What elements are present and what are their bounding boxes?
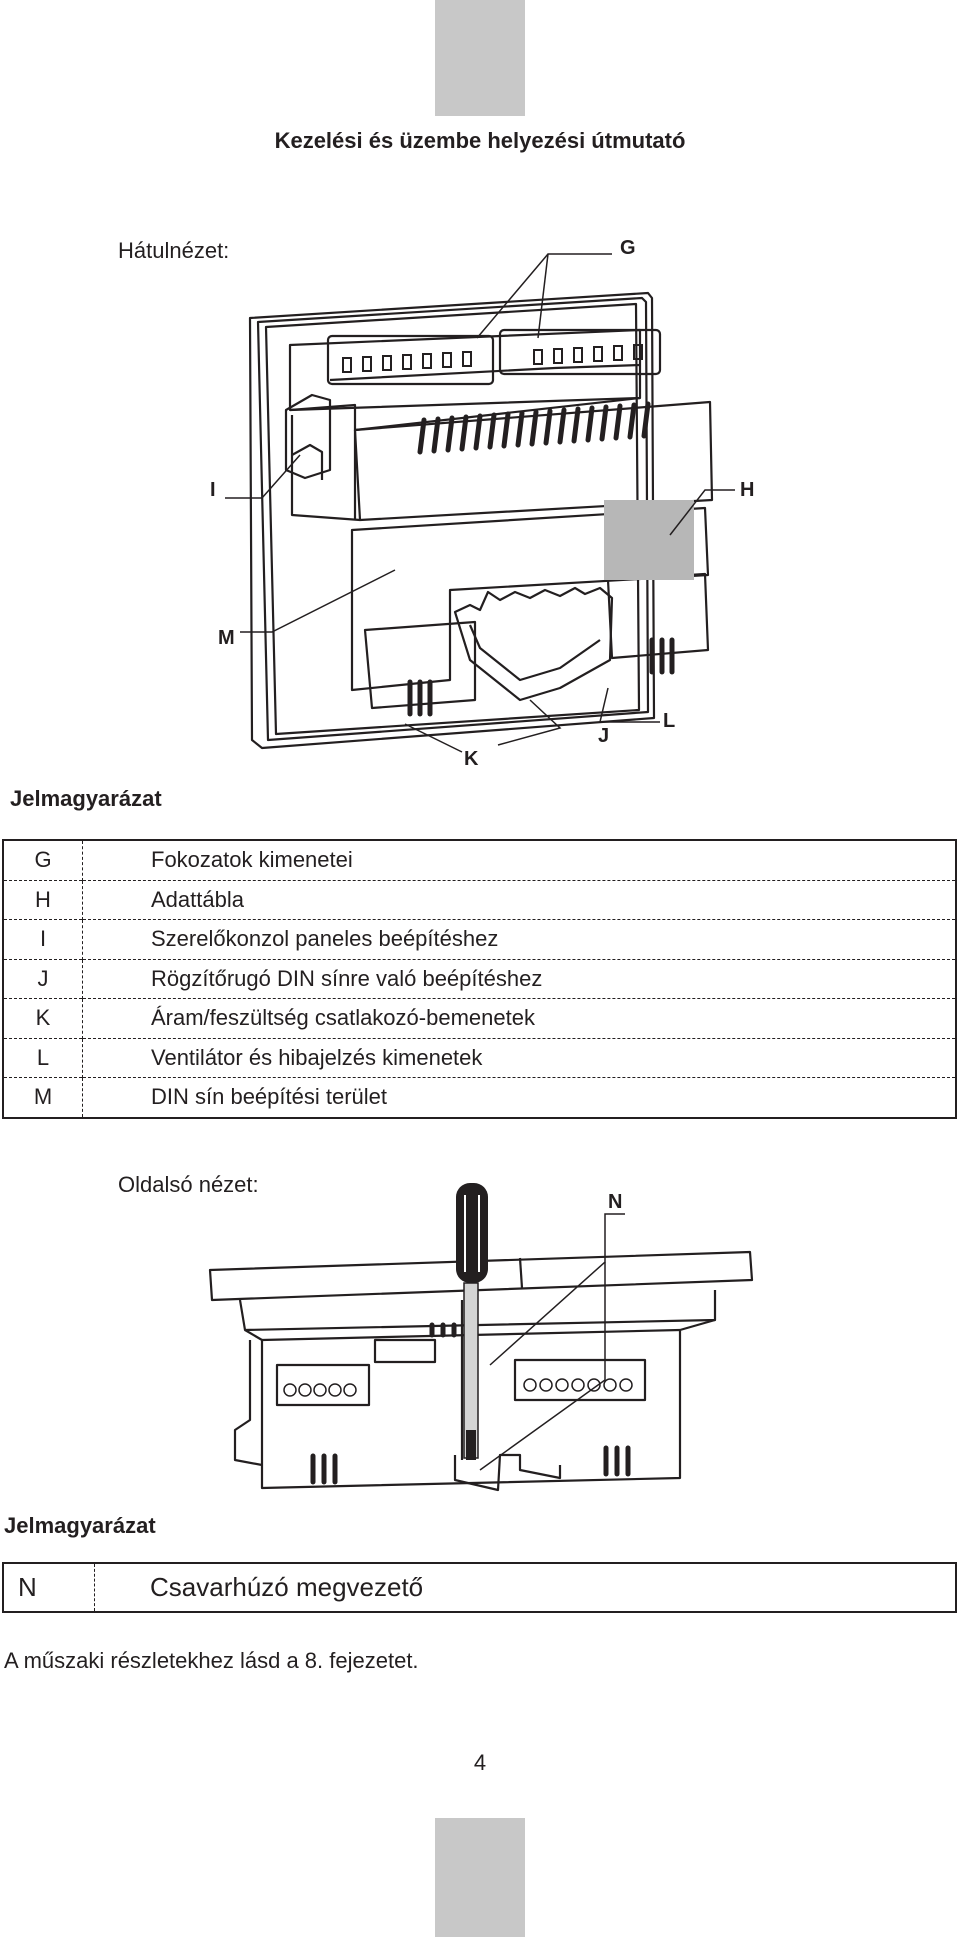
- page-tab-top: [435, 0, 525, 116]
- callout-l: L: [663, 710, 675, 732]
- callout-n: N: [608, 1191, 622, 1213]
- legend-key: G: [3, 840, 83, 880]
- legend-key: L: [3, 1037, 83, 1078]
- reference-note: A műszaki részletekhez lásd a 8. fejezet…: [4, 1648, 419, 1673]
- legend-heading-1: Jelmagyarázat: [10, 786, 162, 811]
- rear-view-label: Hátulnézet:: [118, 238, 230, 263]
- legend-key: K: [3, 998, 83, 1038]
- page-tab-bottom: [435, 1818, 525, 1937]
- callout-g: G: [620, 237, 636, 259]
- legend-row: N Csavarhúzó megvezető: [3, 1563, 956, 1612]
- legend-key: H: [3, 879, 83, 920]
- legend-text: Áram/feszültség csatlakozó-bemenetek: [82, 998, 956, 1038]
- page-number: 4: [473, 1750, 487, 1775]
- callout-i: I: [210, 479, 216, 501]
- callout-h: H: [740, 479, 754, 501]
- side-view-label: Oldalsó nézet:: [118, 1172, 259, 1197]
- legend-key: I: [3, 919, 83, 959]
- callout-m: M: [218, 627, 235, 649]
- rear-view-diagram: G H I J K L M: [210, 237, 754, 770]
- legend-key: M: [3, 1077, 83, 1118]
- legend-row: G Fokozatok kimenetei: [3, 840, 956, 880]
- legend-text: Csavarhúzó megvezető: [150, 1572, 424, 1602]
- legend-heading-2: Jelmagyarázat: [4, 1513, 156, 1538]
- page-title: Kezelési és üzembe helyezési útmutató: [274, 128, 686, 153]
- legend-text: Rögzítőrugó DIN sínre való beépítéshez: [82, 958, 956, 999]
- legend-text: Szerelőkonzol paneles beépítéshez: [82, 919, 956, 959]
- legend-text: Ventilátor és hibajelzés kimenetek: [82, 1037, 956, 1078]
- legend-key: N: [3, 1563, 95, 1612]
- legend-key: J: [3, 958, 83, 999]
- screwdriver-icon: [456, 1183, 488, 1460]
- legend-text: Fokozatok kimenetei: [151, 847, 353, 873]
- side-view-diagram: N: [208, 1183, 754, 1492]
- legend-table-2: N Csavarhúzó megvezető: [2, 1562, 957, 1613]
- callout-j: J: [598, 725, 609, 747]
- legend-text: Adattábla: [82, 879, 956, 920]
- legend-text: DIN sín beépítési terület: [82, 1077, 956, 1118]
- callout-k: K: [464, 748, 479, 770]
